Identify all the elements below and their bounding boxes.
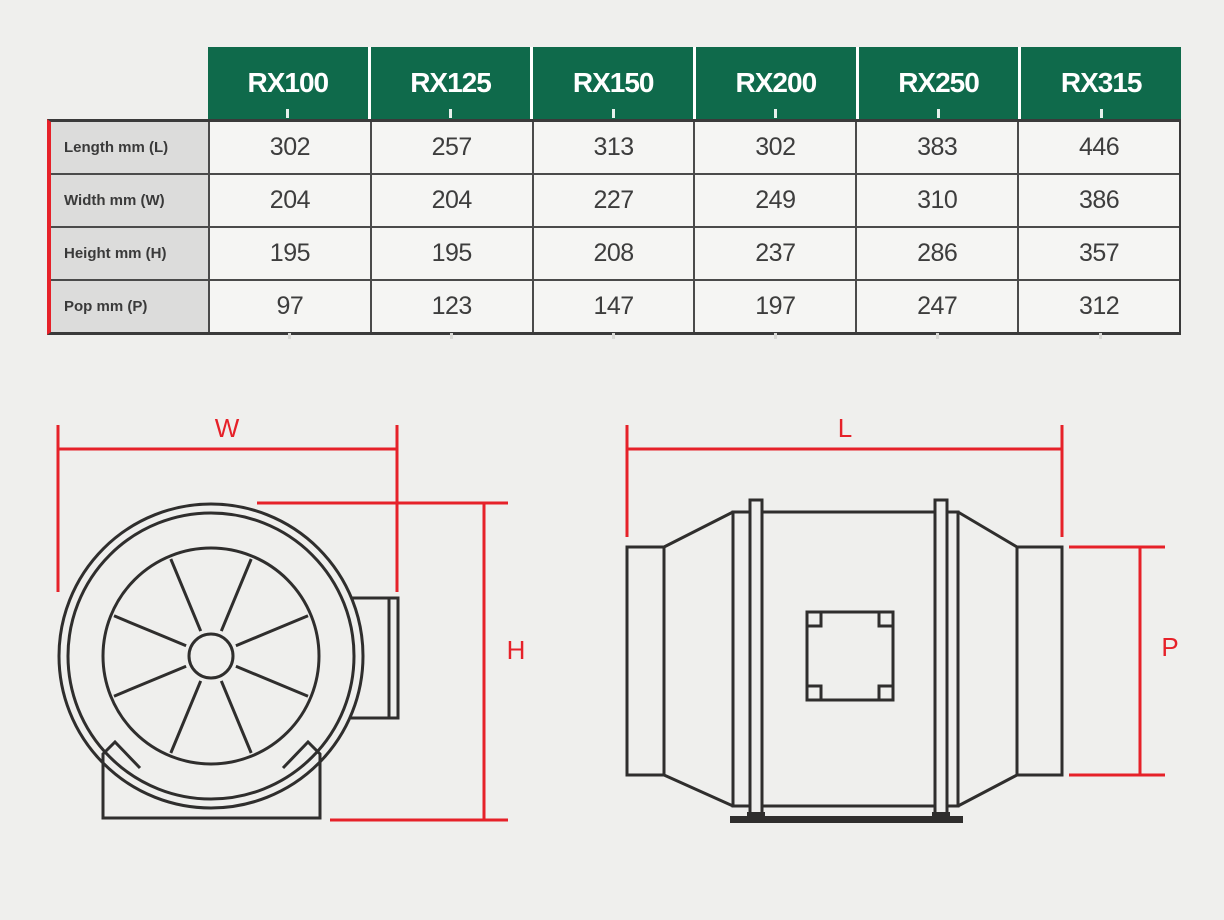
fan-outer-casing-circle bbox=[57, 502, 365, 810]
bottom-tick-mark bbox=[612, 333, 615, 339]
table-cell: 446 bbox=[1017, 122, 1179, 173]
row-label: Length mm (L) bbox=[51, 122, 208, 173]
cone-sections bbox=[663, 510, 1018, 808]
table-cell: 237 bbox=[693, 228, 855, 279]
right-duct-spigot bbox=[1015, 545, 1064, 777]
column-header-rx250: RX250 bbox=[858, 47, 1019, 119]
column-header-rx200: RX200 bbox=[696, 47, 856, 119]
dimension-label-h: H bbox=[507, 635, 526, 665]
column-header-label: RX150 bbox=[572, 67, 655, 98]
dimension-h-line bbox=[257, 501, 508, 822]
table-cell: 312 bbox=[1017, 281, 1179, 332]
base-foot-left bbox=[747, 812, 765, 823]
side-view-drawing bbox=[625, 498, 1064, 823]
clamp-band-right bbox=[933, 498, 949, 822]
junction-box-outline bbox=[805, 610, 895, 702]
mounting-pedestal bbox=[101, 739, 322, 820]
table-cell: 302 bbox=[693, 122, 855, 173]
table-cell: 147 bbox=[531, 281, 694, 332]
dimension-l-line bbox=[625, 425, 1064, 537]
table-cell: 97 bbox=[208, 281, 370, 332]
table-row-width: Width mm (W) 204 204 227 249 310 386 bbox=[51, 175, 1179, 228]
junction-box-corner-screw bbox=[877, 610, 895, 628]
base-foot-right bbox=[932, 812, 950, 823]
spec-table-header: RX100 RX125 RX150 RX200 RX250 RX315 bbox=[208, 47, 1182, 119]
header-tick-mark bbox=[611, 109, 615, 118]
table-cell: 204 bbox=[208, 175, 370, 226]
column-header-label: RX250 bbox=[898, 67, 980, 98]
table-cell: 195 bbox=[208, 228, 370, 279]
column-header-label: RX125 bbox=[410, 67, 492, 98]
junction-box-corner-screw bbox=[805, 610, 823, 628]
fan-inner-ring-circle bbox=[66, 511, 356, 801]
table-cell: 249 bbox=[693, 175, 855, 226]
table-cell: 310 bbox=[855, 175, 1017, 226]
fan-body bbox=[731, 510, 960, 808]
table-cell: 123 bbox=[369, 281, 532, 332]
header-tick-mark bbox=[1099, 109, 1103, 118]
dimension-label-w: W bbox=[215, 413, 240, 443]
bottom-tick-mark bbox=[936, 333, 939, 339]
column-header-rx150: RX150 bbox=[533, 47, 694, 119]
column-header-label: RX315 bbox=[1060, 67, 1143, 98]
mounting-base-bar bbox=[730, 816, 963, 823]
impeller-spokes bbox=[113, 558, 309, 754]
table-row-length: Length mm (L) 302 257 313 302 383 446 bbox=[51, 122, 1179, 175]
dimension-p-line bbox=[1069, 545, 1165, 777]
column-header-rx100: RX100 bbox=[208, 47, 368, 119]
bottom-tick-mark bbox=[1099, 333, 1102, 339]
row-label: Pop mm (P) bbox=[51, 281, 208, 332]
table-cell: 357 bbox=[1017, 228, 1179, 279]
bottom-tick-mark bbox=[774, 333, 777, 339]
table-cell: 302 bbox=[208, 122, 370, 173]
dimension-label-l: L bbox=[838, 413, 852, 443]
table-cell: 204 bbox=[369, 175, 532, 226]
junction-box-front bbox=[351, 596, 400, 720]
left-duct-spigot bbox=[625, 545, 666, 777]
row-label: Height mm (H) bbox=[51, 228, 208, 279]
column-header-rx125: RX125 bbox=[370, 47, 531, 119]
bottom-tick-mark bbox=[288, 333, 291, 339]
bottom-tick-mark bbox=[450, 333, 453, 339]
table-cell: 195 bbox=[369, 228, 532, 279]
front-view-drawing bbox=[57, 502, 400, 820]
dimension-label-p: P bbox=[1161, 632, 1178, 662]
table-row-pop: Pop mm (P) 97 123 147 197 247 312 bbox=[51, 281, 1179, 332]
table-cell: 227 bbox=[531, 175, 694, 226]
row-label: Width mm (W) bbox=[51, 175, 208, 226]
table-cell: 257 bbox=[369, 122, 532, 173]
clamp-band-left bbox=[748, 498, 764, 822]
impeller-hub-circle bbox=[187, 632, 235, 680]
table-row-height: Height mm (H) 195 195 208 237 286 357 bbox=[51, 228, 1179, 281]
header-tick-mark bbox=[937, 109, 941, 118]
column-header-rx315: RX315 bbox=[1021, 47, 1182, 119]
table-cell: 383 bbox=[855, 122, 1017, 173]
column-header-label: RX200 bbox=[735, 67, 818, 98]
table-cell: 208 bbox=[531, 228, 694, 279]
table-cell: 286 bbox=[855, 228, 1017, 279]
table-cell: 247 bbox=[855, 281, 1017, 332]
side-view-dimensions bbox=[625, 425, 1165, 777]
dimension-w-line bbox=[56, 425, 399, 592]
impeller-rim-circle bbox=[101, 546, 321, 766]
table-cell: 386 bbox=[1017, 175, 1179, 226]
table-cell: 313 bbox=[531, 122, 694, 173]
front-view-dimensions bbox=[56, 425, 508, 822]
junction-box-corner-screw bbox=[805, 684, 823, 702]
junction-box-side bbox=[805, 610, 895, 702]
header-tick-mark bbox=[286, 109, 290, 118]
header-tick-mark bbox=[449, 109, 452, 118]
junction-box-corner-screw bbox=[877, 684, 895, 702]
header-tick-mark bbox=[774, 109, 778, 118]
column-header-label: RX100 bbox=[247, 67, 330, 98]
table-cell: 197 bbox=[693, 281, 855, 332]
